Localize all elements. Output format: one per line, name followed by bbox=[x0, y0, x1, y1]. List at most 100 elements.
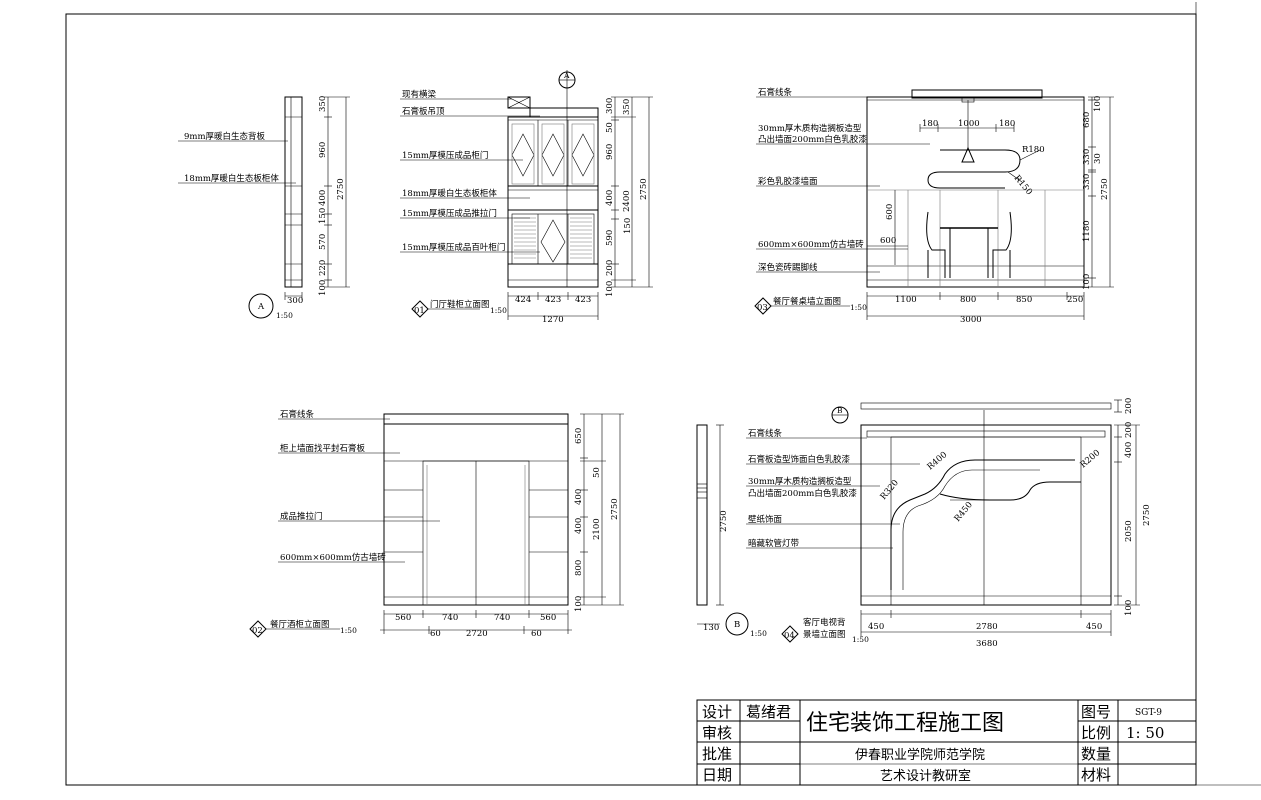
dim-02-v-mid: 2100 bbox=[592, 518, 602, 540]
dim-03-v-2: 680 bbox=[1082, 112, 1092, 128]
dim-04-v-3: 2050 bbox=[1124, 520, 1134, 542]
dim-03-h-3: 850 bbox=[1016, 295, 1032, 305]
dim-04-overall-v: 2750 bbox=[1142, 504, 1152, 526]
dim-03-v-5: 330 bbox=[1082, 174, 1092, 190]
note-03-tile: 600mm×600mm仿古墙砖 bbox=[758, 239, 864, 250]
dim-01-v-8: 100 bbox=[605, 281, 615, 297]
tb-approve-label: 批准 bbox=[702, 745, 732, 763]
dim-03-v-1: 100 bbox=[1093, 96, 1103, 112]
note-02-tile: 600mm×600mm仿古墙砖 bbox=[280, 552, 386, 563]
tb-office: 艺术设计教研室 bbox=[880, 768, 971, 784]
dim-03-h-4: 250 bbox=[1067, 295, 1083, 305]
dim-03-overall-v: 2750 bbox=[1100, 178, 1110, 200]
view-03-elevation bbox=[754, 89, 1114, 320]
dim-01-v-mid-2: 2400 bbox=[622, 190, 632, 212]
dim-b-h: 130 bbox=[703, 623, 719, 633]
view-01-number: 01 bbox=[414, 306, 425, 316]
view-01-elevation bbox=[400, 70, 653, 320]
view-a-section bbox=[178, 96, 350, 319]
dim-02-v-4: 400 bbox=[574, 518, 584, 534]
note-04-led: 暗藏软管灯带 bbox=[748, 538, 800, 549]
dim-a-v-1: 350 bbox=[318, 96, 328, 112]
tb-review-label: 审核 bbox=[702, 724, 732, 742]
note-01-sliding: 15mm厚模压成品推拉门 bbox=[402, 208, 497, 219]
dim-a-v-6: 220 bbox=[318, 260, 328, 276]
dim-02-overall-v: 2750 bbox=[610, 498, 620, 520]
dim-01-v-4: 400 bbox=[605, 190, 615, 206]
tb-scale-label: 比例 bbox=[1081, 724, 1111, 742]
view-04-elevation bbox=[746, 399, 1140, 643]
view-b-scale: 1:50 bbox=[750, 629, 767, 638]
dim-03-h-2: 800 bbox=[960, 295, 976, 305]
dim-b-v: 2750 bbox=[719, 510, 729, 532]
view-04-title-line1: 客厅电视背 bbox=[803, 617, 846, 628]
dim-02-h-2: 740 bbox=[442, 613, 458, 623]
sheet-frame bbox=[65, 2, 1261, 786]
note-02-gypsum: 柜上墙面找平封石膏板 bbox=[280, 443, 366, 454]
dim-02-v-6: 100 bbox=[574, 596, 584, 612]
dim-04-h-3: 450 bbox=[1086, 622, 1102, 632]
dim-04-radius-4: R450 bbox=[953, 500, 975, 524]
view-01-title: 门厅鞋柜立面图 bbox=[430, 299, 490, 310]
dim-02-h2-1: 60 bbox=[430, 629, 441, 639]
dim-03-inner-v: 600 bbox=[885, 204, 895, 220]
tb-material-label: 材料 bbox=[1081, 766, 1111, 784]
note-01-ceiling: 石膏板吊顶 bbox=[402, 106, 445, 117]
dim-02-h-1: 560 bbox=[395, 613, 411, 623]
dim-01-v-2: 50 bbox=[605, 122, 615, 133]
tb-date-label: 日期 bbox=[702, 766, 732, 784]
dim-03-v-4: 30 bbox=[1093, 153, 1103, 164]
dim-02-h-4: 560 bbox=[540, 613, 556, 623]
dim-03-v-6: 1180 bbox=[1082, 220, 1092, 242]
dim-04-radius-1: R400 bbox=[926, 450, 950, 472]
note-04-wallpaper: 壁纸饰面 bbox=[748, 514, 783, 525]
note-02-sliding: 成品推拉门 bbox=[280, 511, 323, 522]
dim-a-v-7: 100 bbox=[318, 280, 328, 296]
view-a-scale: 1:50 bbox=[276, 311, 293, 320]
dim-02-v-5: 800 bbox=[574, 560, 584, 576]
dim-01-v-1: 300 bbox=[605, 98, 615, 114]
note-01-carcass: 18mm厚暖白生态板柜体 bbox=[402, 188, 497, 199]
note-04-gypsum: 石膏板造型饰面白色乳胶漆 bbox=[748, 454, 851, 465]
dim-04-v-top: 200 bbox=[1124, 398, 1134, 414]
dim-a-v-5: 570 bbox=[318, 234, 328, 250]
title-block bbox=[696, 699, 1197, 786]
dim-04-v-1: 200 bbox=[1124, 422, 1134, 438]
view-02-scale: 1:50 bbox=[340, 626, 357, 635]
view-02-title: 餐厅酒柜立面图 bbox=[270, 619, 330, 630]
tb-scale: 1: 50 bbox=[1126, 724, 1164, 742]
dim-a-v-3: 400 bbox=[318, 190, 328, 206]
dim-04-radius-3: R320 bbox=[879, 478, 901, 502]
dim-03-radius-1: R180 bbox=[1022, 145, 1045, 155]
dim-02-h2-3: 60 bbox=[531, 629, 542, 639]
dim-01-h-2: 423 bbox=[545, 295, 561, 305]
view-04-section-mark: B bbox=[837, 406, 843, 415]
note-03-cornice: 石膏线条 bbox=[758, 87, 793, 98]
view-01-section-mark: A bbox=[563, 71, 570, 80]
dim-02-h-3: 740 bbox=[494, 613, 510, 623]
dim-03-h-1: 1100 bbox=[895, 295, 917, 305]
dim-01-v-mid-1: 350 bbox=[622, 99, 632, 115]
tb-drawing-no-label: 图号 bbox=[1081, 703, 1111, 721]
dim-04-radius-2: R200 bbox=[1079, 448, 1103, 470]
view-a-label: A bbox=[257, 302, 265, 312]
view-03-scale: 1:50 bbox=[850, 303, 867, 312]
tb-school: 伊春职业学院师范学院 bbox=[855, 747, 985, 763]
note-03-shelf-2: 凸出墙面200mm白色乳胶漆 bbox=[758, 134, 867, 145]
note-04-cornice: 石膏线条 bbox=[748, 428, 783, 439]
view-04-title-line2: 景墙立面图 bbox=[803, 629, 846, 640]
dim-04-v-2: 400 bbox=[1124, 442, 1134, 458]
dim-03-overall-h: 3000 bbox=[960, 315, 982, 325]
view-03-title: 餐厅餐桌墙立面图 bbox=[773, 296, 841, 307]
dim-04-overall-h: 3680 bbox=[976, 639, 998, 649]
dim-01-v-3: 960 bbox=[605, 144, 615, 160]
dim-01-overall-v: 2750 bbox=[639, 178, 649, 200]
dim-01-v-6: 590 bbox=[605, 230, 615, 246]
dim-01-h-3: 423 bbox=[575, 295, 591, 305]
view-03-number: 03 bbox=[757, 303, 768, 313]
note-03-skirting: 深色瓷砖踢脚线 bbox=[758, 262, 818, 273]
view-02-elevation bbox=[249, 413, 624, 638]
tb-designer: 葛绪君 bbox=[746, 703, 791, 721]
view-b-label: B bbox=[734, 620, 740, 630]
dim-03-top-2: 1000 bbox=[958, 119, 980, 129]
